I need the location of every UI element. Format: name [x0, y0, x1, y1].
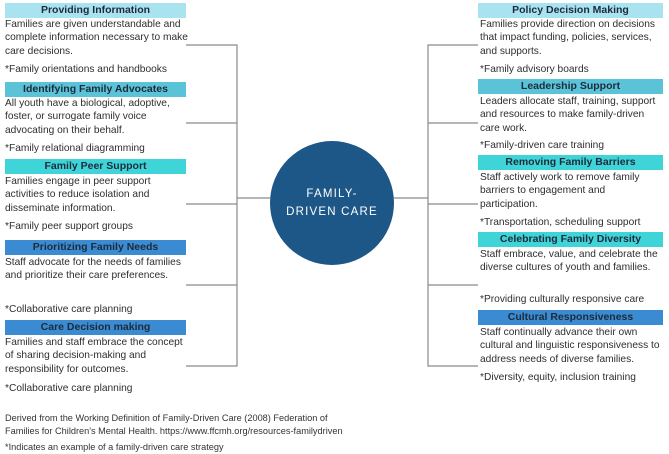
header-leadership-support: Leadership Support: [478, 79, 663, 94]
example-family-peer-support: *Family peer support groups: [5, 221, 133, 232]
header-cultural-responsiveness: Cultural Responsiveness: [478, 310, 663, 325]
right-bracket-line: [427, 44, 478, 367]
body-providing-information: Families are given understandable and co…: [5, 19, 188, 57]
header-celebrating-family-diversity: Celebrating Family Diversity: [478, 232, 663, 247]
example-providing-information: *Family orientations and handbooks: [5, 64, 167, 75]
header-care-decision-making: Care Decision making: [5, 320, 186, 335]
body-removing-family-barriers: Staff actively work to remove family bar…: [480, 172, 640, 210]
example-removing-family-barriers: *Transportation, scheduling support: [480, 217, 641, 228]
left-bracket-line: [186, 44, 238, 367]
body-leadership-support: Leaders allocate staff, training, suppor…: [480, 96, 656, 134]
example-prioritizing-family-needs: *Collaborative care planning: [5, 304, 133, 315]
header-removing-family-barriers: Removing Family Barriers: [478, 155, 663, 170]
body-family-peer-support: Families engage in peer support activiti…: [5, 176, 151, 214]
example-care-decision-making: *Collaborative care planning: [5, 383, 133, 394]
example-celebrating-family-diversity: *Providing culturally responsive care: [480, 294, 645, 305]
center-circle: FAMILY-DRIVEN CARE: [270, 141, 394, 265]
center-title: FAMILY-DRIVEN CARE: [286, 188, 378, 218]
body-care-decision-making: Families and staff embrace the concept o…: [5, 337, 183, 375]
body-cultural-responsiveness: Staff continually advance their own cult…: [480, 327, 660, 365]
footer-source-line-2: Families for Children's Mental Health. h…: [5, 426, 343, 436]
header-providing-information: Providing Information: [5, 3, 186, 18]
body-policy-decision-making: Families provide direction on decisions …: [480, 19, 655, 57]
body-prioritizing-family-needs: Staff advocate for the needs of families…: [5, 257, 181, 282]
example-identifying-family-advocates: *Family relational diagramming: [5, 143, 145, 154]
body-celebrating-family-diversity: Staff embrace, value, and celebrate the …: [480, 249, 658, 274]
example-cultural-responsiveness: *Diversity, equity, inclusion training: [480, 372, 636, 383]
body-identifying-family-advocates: All youth have a biological, adoptive, f…: [5, 98, 170, 136]
header-policy-decision-making: Policy Decision Making: [478, 3, 663, 18]
example-policy-decision-making: *Family advisory boards: [480, 64, 589, 75]
header-identifying-family-advocates: Identifying Family Advocates: [5, 82, 186, 97]
footer-source-line-1: Derived from the Working Definition of F…: [5, 413, 328, 423]
footer-note: *Indicates an example of a family-driven…: [5, 442, 224, 452]
header-family-peer-support: Family Peer Support: [5, 159, 186, 174]
example-leadership-support: *Family-driven care training: [480, 140, 604, 151]
header-prioritizing-family-needs: Prioritizing Family Needs: [5, 240, 186, 255]
